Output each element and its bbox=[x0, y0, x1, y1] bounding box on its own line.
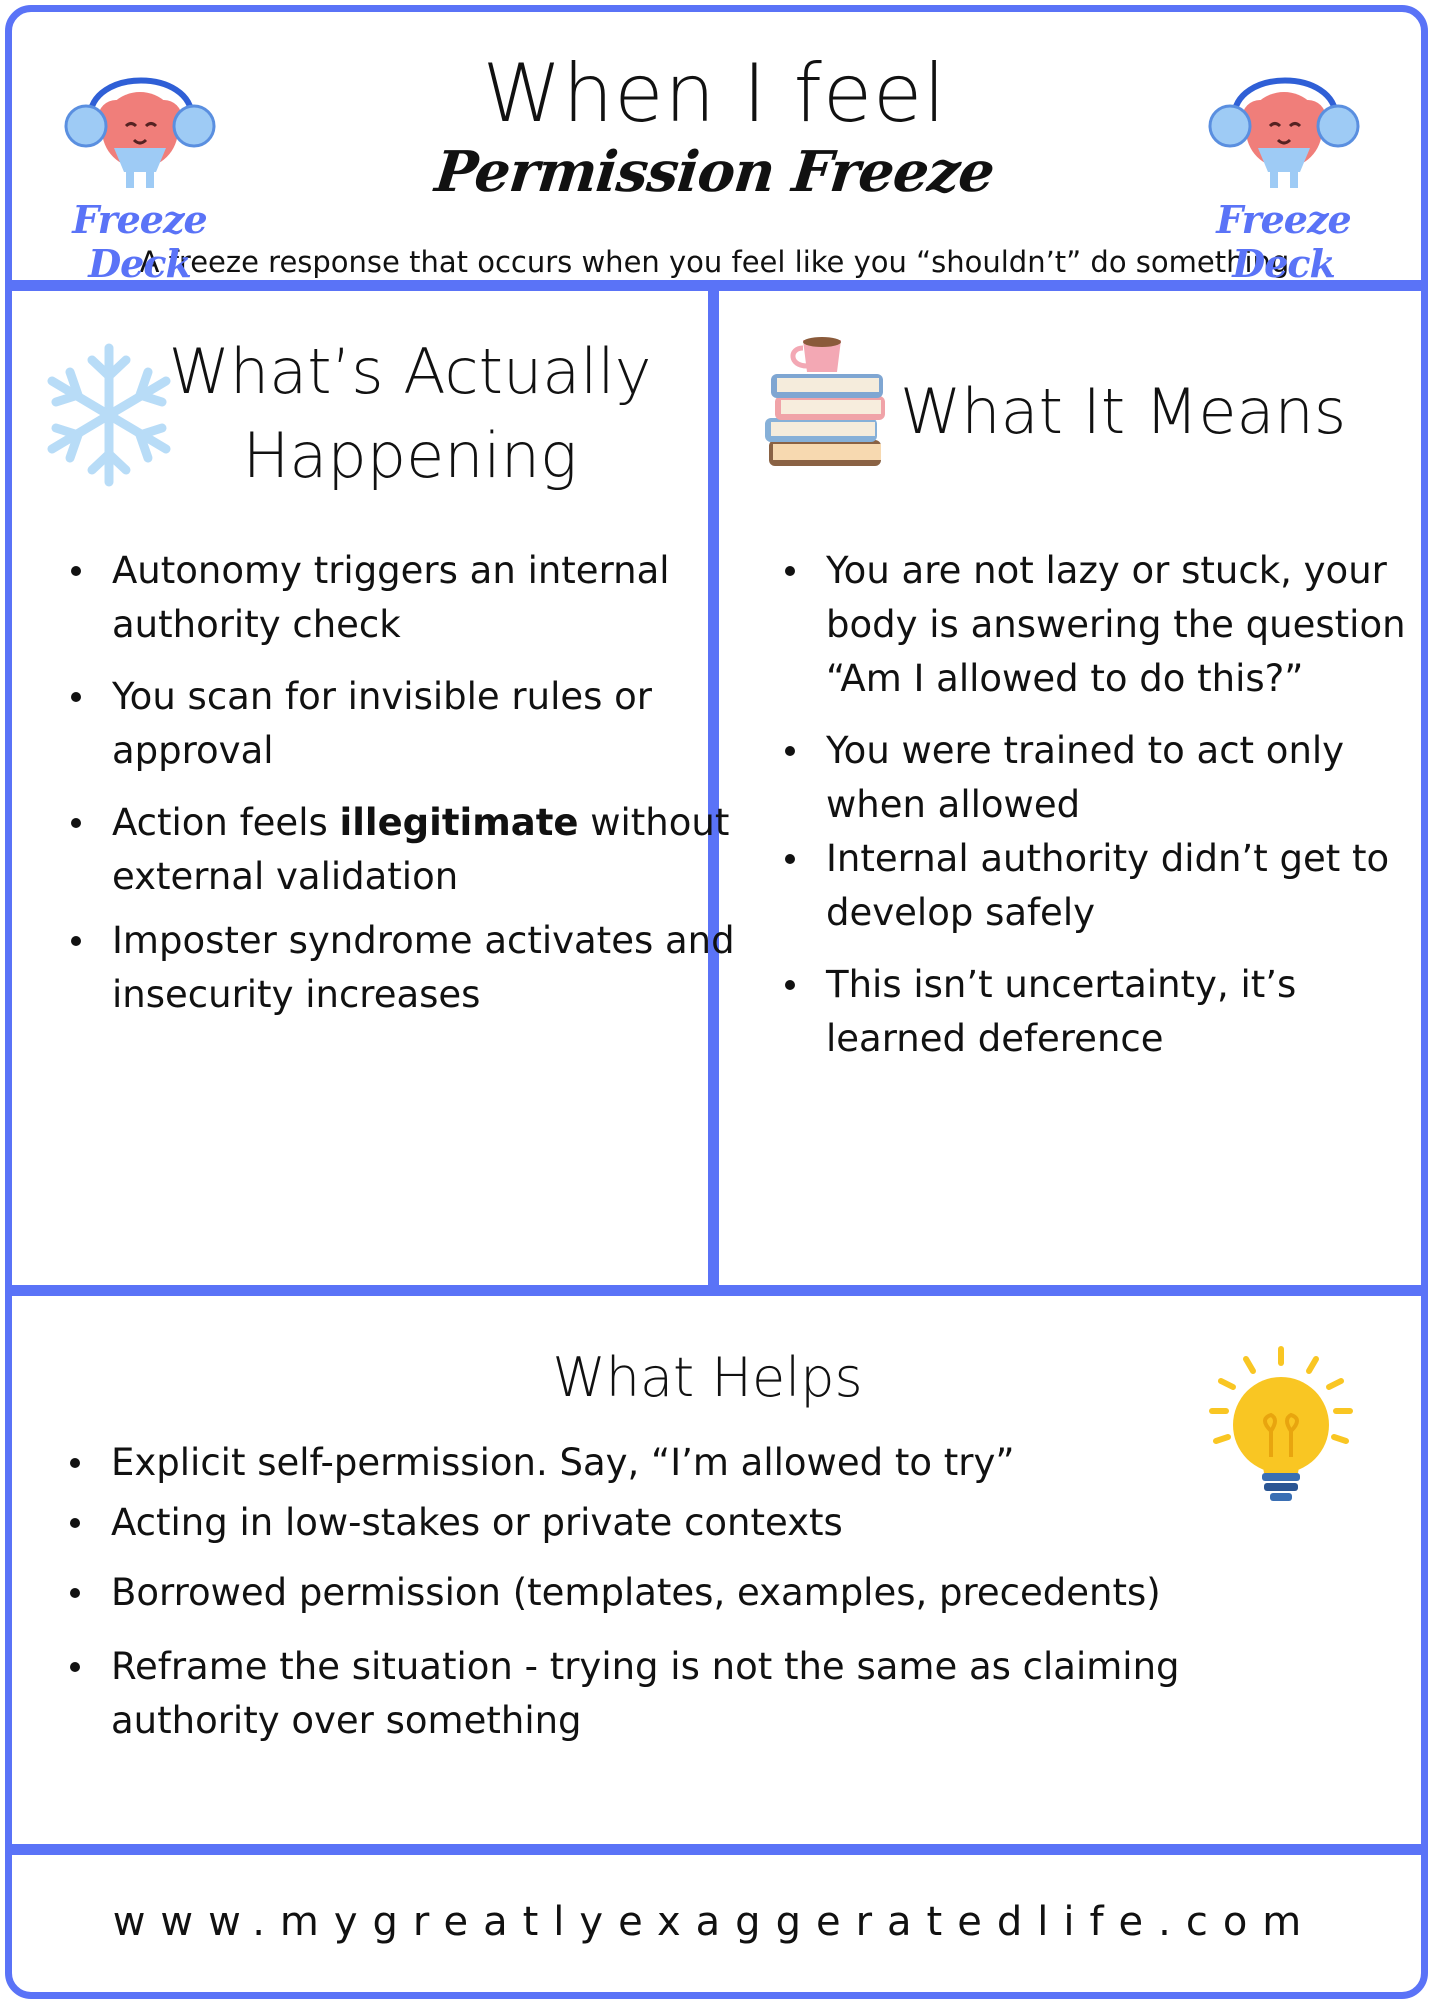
list-item: You were trained to act only when allowe… bbox=[785, 724, 1429, 832]
books-and-mug-icon bbox=[765, 337, 885, 466]
snowflake-icon bbox=[47, 343, 171, 487]
list-item: Reframe the situation - trying is not th… bbox=[70, 1640, 1291, 1748]
brain-earmuffs-icon bbox=[1208, 77, 1360, 188]
list-item: Autonomy triggers an internal authority … bbox=[71, 544, 742, 652]
what-it-means-list: You are not lazy or stuck, your body is … bbox=[774, 544, 1429, 1066]
actually-happening-heading: What’s Actually Happening bbox=[168, 335, 652, 492]
footer-divider bbox=[5, 1844, 1428, 1855]
list-item: Action feels illegitimate without extern… bbox=[71, 796, 742, 904]
brain-earmuffs-icon bbox=[64, 77, 216, 188]
list-item: You scan for invisible rules or approval bbox=[71, 670, 742, 778]
list-item: Internal authority didn’t get to develop… bbox=[785, 832, 1429, 940]
card-border bbox=[5, 5, 1428, 1999]
lightbulb-icon bbox=[1209, 1346, 1353, 1501]
logo-text-left: Freeze Deck bbox=[72, 197, 207, 286]
header-divider bbox=[5, 280, 1428, 291]
what-it-means-heading: What It Means bbox=[900, 375, 1347, 448]
page-title: When I feel bbox=[482, 47, 947, 140]
list-item: Explicit self-permission. Say, “I’m allo… bbox=[70, 1436, 1291, 1490]
logo-text-right: Freeze Deck bbox=[1216, 197, 1351, 286]
actually-happening-list: Autonomy triggers an internal authority … bbox=[60, 544, 742, 1022]
what-helps-list: Explicit self-permission. Say, “I’m allo… bbox=[59, 1436, 1291, 1748]
page-description: A freeze response that occurs when you f… bbox=[139, 245, 1290, 279]
freeze-deck-logo-left: Freeze Deck bbox=[52, 48, 227, 286]
list-item: You are not lazy or stuck, your body is … bbox=[785, 544, 1429, 706]
footer-url: www.mygreatlyexaggeratedlife.com bbox=[112, 1899, 1317, 1945]
list-item: This isn’t uncertainty, it’s learned def… bbox=[785, 958, 1429, 1066]
helps-divider bbox=[5, 1285, 1428, 1296]
what-helps-heading: What Helps bbox=[552, 1346, 863, 1409]
freeze-deck-logo-right: Freeze Deck bbox=[1196, 48, 1371, 286]
list-item: Imposter syndrome activates and insecuri… bbox=[71, 914, 742, 1022]
list-item: Borrowed permission (templates, examples… bbox=[70, 1566, 1291, 1620]
column-divider bbox=[708, 291, 719, 1286]
list-item: Acting in low-stakes or private contexts bbox=[70, 1496, 1291, 1550]
